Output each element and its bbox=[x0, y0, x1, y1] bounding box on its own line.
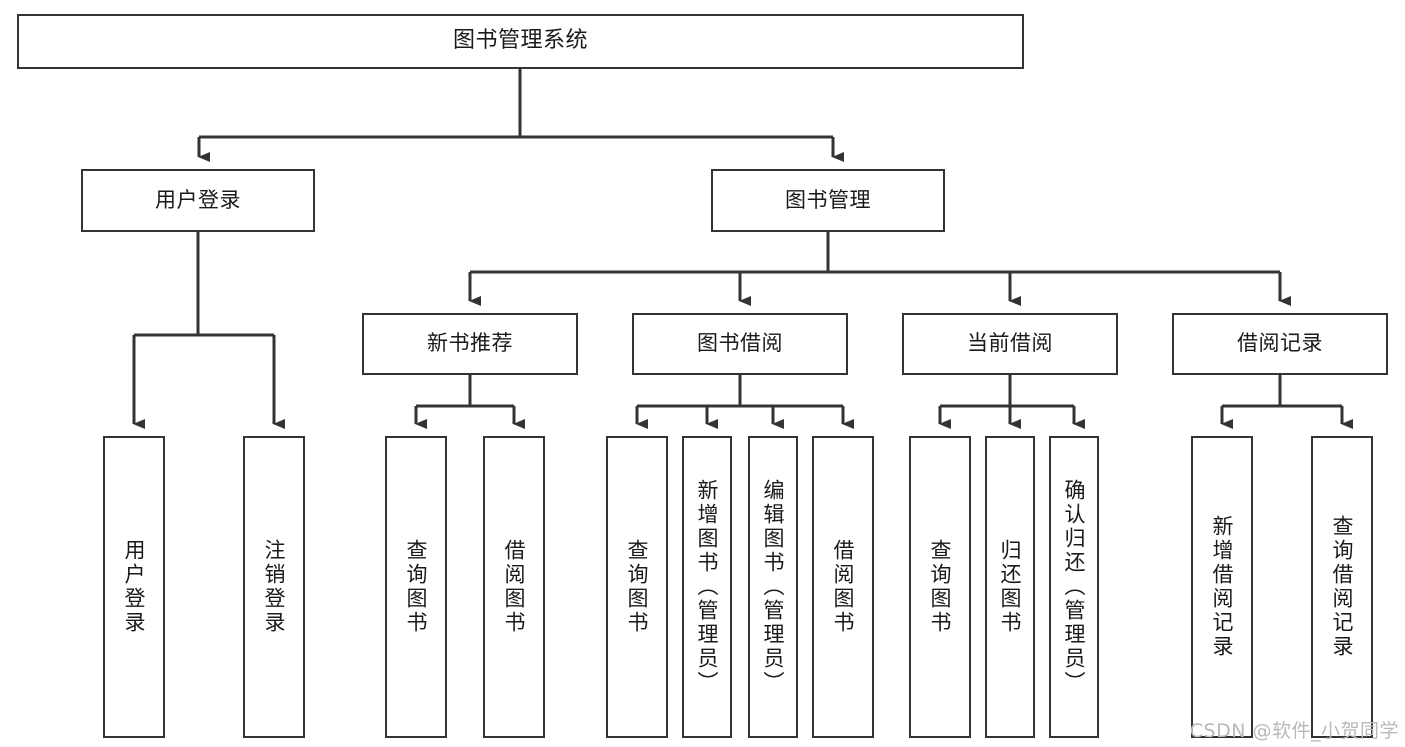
node-leaf-query-book-3-label: 查询图书 bbox=[928, 539, 953, 635]
node-book-borrow[interactable]: 图书借阅 bbox=[632, 313, 848, 375]
node-borrow-record-label: 借阅记录 bbox=[1237, 331, 1323, 356]
node-leaf-edit-book[interactable]: 编辑图书（管理员） bbox=[748, 436, 798, 738]
node-leaf-add-record[interactable]: 新增借阅记录 bbox=[1191, 436, 1253, 738]
node-leaf-borrow-book-1[interactable]: 借阅图书 bbox=[483, 436, 545, 738]
node-leaf-add-book-label: 新增图书（管理员） bbox=[695, 479, 720, 695]
node-leaf-query-record[interactable]: 查询借阅记录 bbox=[1311, 436, 1373, 738]
node-leaf-user-login-label: 用户登录 bbox=[122, 539, 147, 635]
node-current-borrow[interactable]: 当前借阅 bbox=[902, 313, 1118, 375]
node-leaf-query-book-2[interactable]: 查询图书 bbox=[606, 436, 668, 738]
node-borrow-record[interactable]: 借阅记录 bbox=[1172, 313, 1388, 375]
node-leaf-logout[interactable]: 注销登录 bbox=[243, 436, 305, 738]
node-leaf-query-book-2-label: 查询图书 bbox=[625, 539, 650, 635]
node-leaf-return-book-label: 归还图书 bbox=[998, 539, 1023, 635]
node-leaf-user-login[interactable]: 用户登录 bbox=[103, 436, 165, 738]
node-leaf-return-book[interactable]: 归还图书 bbox=[985, 436, 1035, 738]
node-leaf-add-record-label: 新增借阅记录 bbox=[1210, 515, 1235, 659]
node-leaf-borrow-book-2[interactable]: 借阅图书 bbox=[812, 436, 874, 738]
node-leaf-query-record-label: 查询借阅记录 bbox=[1330, 515, 1355, 659]
node-current-borrow-label: 当前借阅 bbox=[967, 331, 1053, 356]
csdn-watermark: CSDN @软件_小贺同学 bbox=[1189, 720, 1399, 742]
node-new-book-recommend-label: 新书推荐 bbox=[427, 331, 513, 356]
node-leaf-query-book-3[interactable]: 查询图书 bbox=[909, 436, 971, 738]
node-book-manage[interactable]: 图书管理 bbox=[711, 169, 945, 232]
node-user-login-label: 用户登录 bbox=[155, 187, 241, 212]
node-leaf-borrow-book-2-label: 借阅图书 bbox=[831, 539, 856, 635]
node-user-login[interactable]: 用户登录 bbox=[81, 169, 315, 232]
node-book-manage-label: 图书管理 bbox=[785, 187, 871, 212]
node-root[interactable]: 图书管理系统 bbox=[17, 14, 1024, 69]
node-leaf-confirm-return-label: 确认归还（管理员） bbox=[1062, 479, 1087, 695]
node-leaf-edit-book-label: 编辑图书（管理员） bbox=[761, 479, 786, 695]
node-root-label: 图书管理系统 bbox=[452, 28, 588, 54]
node-leaf-query-book-1[interactable]: 查询图书 bbox=[385, 436, 447, 738]
node-leaf-borrow-book-1-label: 借阅图书 bbox=[502, 539, 527, 635]
node-new-book-recommend[interactable]: 新书推荐 bbox=[362, 313, 578, 375]
node-leaf-query-book-1-label: 查询图书 bbox=[404, 539, 429, 635]
node-leaf-confirm-return[interactable]: 确认归还（管理员） bbox=[1049, 436, 1099, 738]
node-leaf-add-book[interactable]: 新增图书（管理员） bbox=[682, 436, 732, 738]
node-leaf-logout-label: 注销登录 bbox=[262, 539, 287, 635]
node-book-borrow-label: 图书借阅 bbox=[697, 331, 783, 356]
